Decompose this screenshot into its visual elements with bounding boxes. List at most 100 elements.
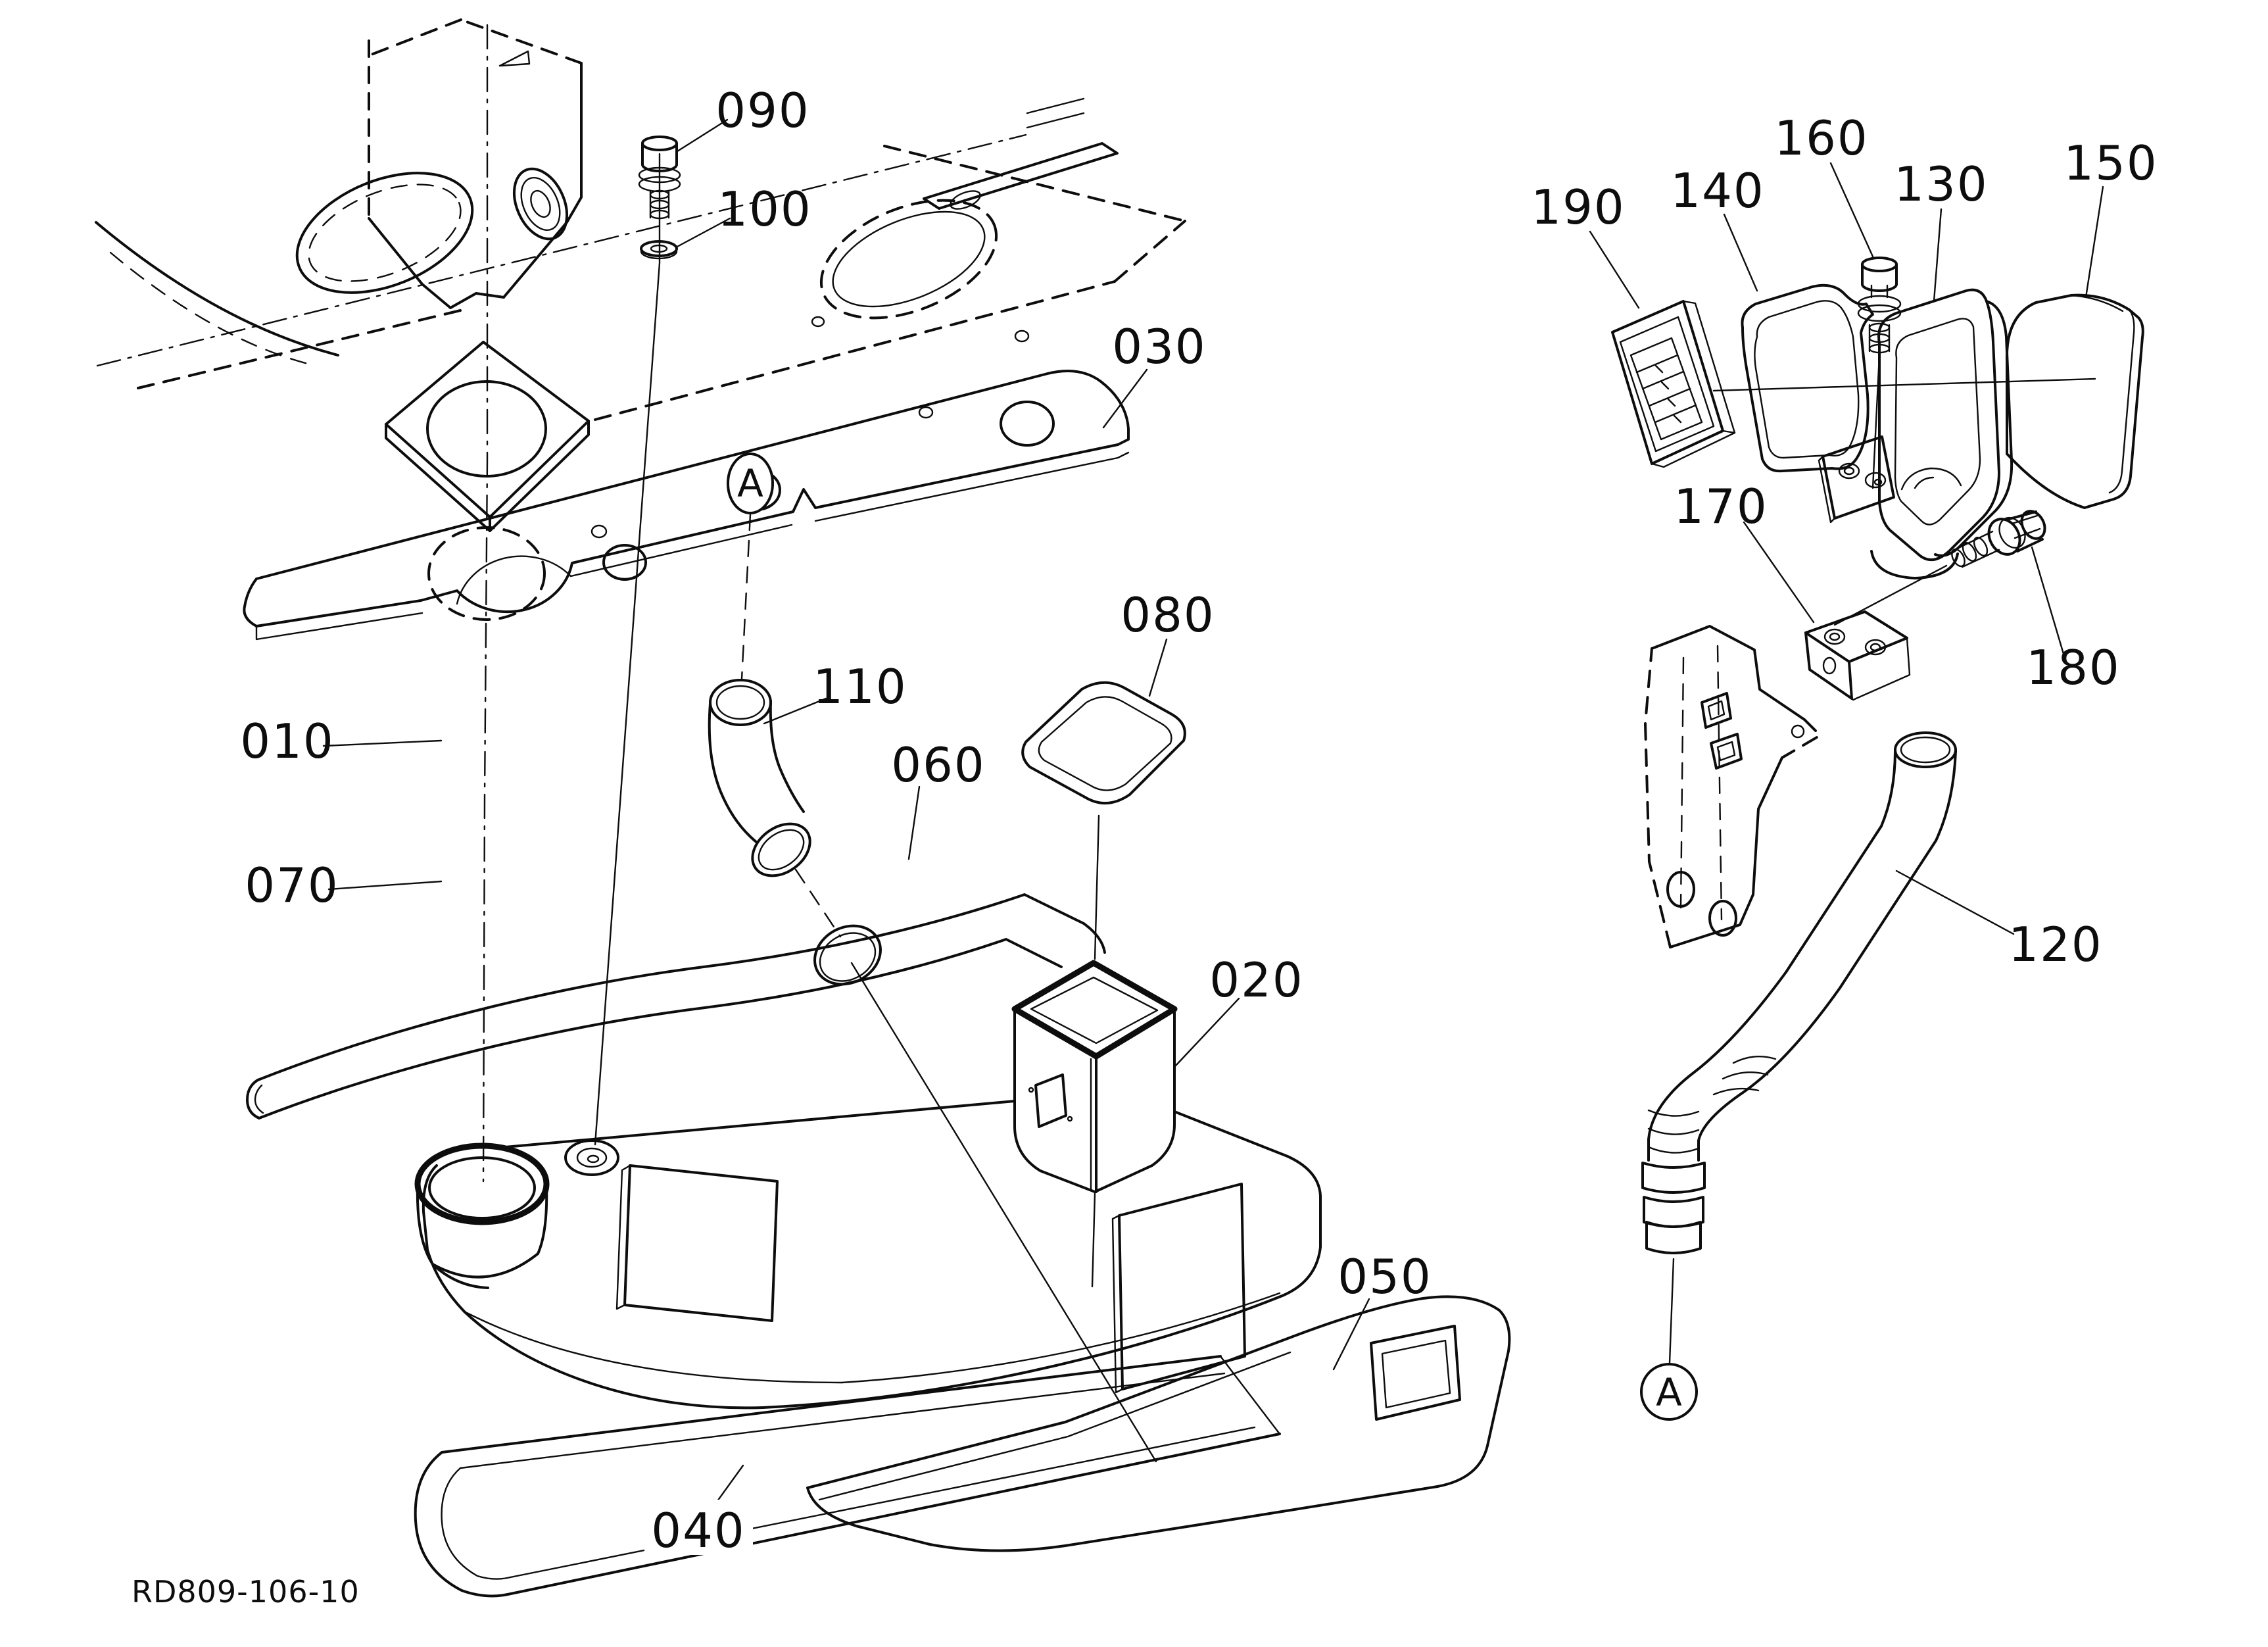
bracket170-top [1804, 610, 1908, 663]
washer-100 [640, 240, 678, 260]
channel-inner-top [459, 1372, 1226, 1469]
housing-window [1894, 318, 1981, 526]
duct060-end-cap [246, 1079, 260, 1119]
leader-020 [1174, 997, 1240, 1067]
exploded-axes [482, 24, 661, 1183]
panel-oval-cutout [295, 172, 474, 294]
bracket-fold [1716, 645, 1723, 921]
housing-tab-hole [1864, 472, 1887, 489]
channel-right-end [1219, 1355, 1281, 1435]
leader-170 [1743, 521, 1815, 624]
hose-rib [1647, 1109, 1700, 1117]
gasket140-outer [1741, 283, 1874, 473]
box020-top-rim-inner [1030, 976, 1159, 1045]
bracket170-front [1804, 631, 1853, 700]
detail-leader [740, 513, 752, 680]
panel-oval-cutout2-inner [832, 210, 986, 308]
elbow-mouth-bottom-inner [758, 829, 805, 871]
duct060-alignment [850, 962, 1157, 1463]
bolt-head-facet [2014, 528, 2041, 539]
pipe-right-edge [1697, 750, 1957, 1162]
grille-louver-tick [1654, 364, 1664, 374]
triangle-mark [498, 50, 531, 67]
bracket170-hole [1823, 628, 1846, 645]
part-label-130: 130 [1894, 157, 1988, 212]
baffle-plate-2 [1118, 1183, 1246, 1390]
plate030-thickness [456, 524, 793, 605]
elbow-mouth-bottom [751, 822, 811, 877]
washer-inner [650, 244, 668, 253]
plate030-outline [243, 370, 1130, 627]
part-label-080: 080 [1121, 587, 1215, 643]
collar-cup-right [537, 1184, 548, 1255]
label-backing [644, 1500, 753, 1555]
hose-end-cap [1645, 1221, 1702, 1254]
slab-top-edge [504, 1100, 1016, 1148]
panel-edge [1113, 220, 1186, 283]
box020-side-hole [1034, 1073, 1067, 1128]
screw160-head-top [1861, 257, 1898, 272]
vent-grille-190 [1611, 300, 1736, 468]
box020-left-side [1013, 1008, 1096, 1193]
collar-ring [414, 1143, 550, 1225]
cover-bottom-arc [2006, 453, 2086, 509]
part-number-labels: 090 100 030 010 070 110 060 080 020 040 … [240, 83, 2156, 1558]
grille-louver [1654, 404, 1697, 424]
fender-arc [95, 221, 339, 356]
console-grommet-ring [530, 189, 551, 218]
part-label-090: 090 [715, 83, 809, 138]
washer-depth [640, 250, 678, 260]
console-top-hidden [460, 18, 583, 64]
bolt-head [2020, 510, 2046, 540]
part-label-060: 060 [891, 737, 985, 793]
part-label-180: 180 [2026, 640, 2120, 695]
box020-axis [1094, 814, 1100, 960]
grille-frame [1619, 316, 1715, 453]
housing-tab-hole-inner [1843, 466, 1855, 476]
elbow-inner [769, 700, 805, 813]
panel-hole [918, 406, 934, 419]
bracket-outline-hidden [1781, 718, 1822, 759]
housing-tab-hole [1838, 462, 1860, 479]
leader-150 [2085, 185, 2104, 299]
housing-tab [1822, 435, 1895, 520]
duct060-oval-hole-inner [819, 932, 877, 982]
panel-edge [883, 145, 1186, 222]
slab-grommet-hole [587, 1154, 600, 1164]
bracket-nut [1701, 692, 1732, 729]
bracket-hole [1666, 871, 1695, 908]
panel-tick [1026, 97, 1085, 114]
housing-outer [1877, 288, 2000, 562]
strip050-hole [1370, 1325, 1461, 1421]
bolt-thread [1962, 542, 1977, 562]
plate030-hole-depth [1001, 429, 1053, 446]
slab-grommet [564, 1139, 619, 1176]
bracket-outline [1651, 625, 1806, 721]
part-label-120: 120 [2008, 917, 2102, 972]
duct060-oval-hole [813, 924, 882, 986]
elbow-hose-110 [708, 679, 842, 938]
leader-140 [1723, 213, 1758, 292]
channel-inner-bottom [509, 1426, 1256, 1579]
leader-070 [327, 880, 443, 891]
leader-130 [1933, 208, 1942, 303]
housing-tab-depth [1818, 455, 1836, 524]
grille-louver-tick [1673, 414, 1682, 424]
axis-screw [594, 153, 661, 1146]
leader-030 [1102, 368, 1148, 429]
plate030-hole-depth [604, 566, 646, 580]
bracket170-front-hole [1822, 656, 1837, 675]
box020-pin [1028, 1087, 1034, 1093]
baffle-plate-1-edge [615, 1164, 631, 1310]
support-plate-030 [243, 370, 1130, 641]
detail-marker-a-left: A [727, 453, 774, 680]
collar-ring-inner [428, 1156, 536, 1219]
bolt-thread [1951, 548, 1966, 568]
panel-centerline [96, 134, 1027, 367]
pipe-bend-rib [1732, 1056, 1777, 1064]
cover-right-fold [2108, 308, 2135, 494]
screw-head-top [641, 135, 678, 151]
console-edge [368, 217, 452, 309]
leader-110 [763, 697, 827, 725]
